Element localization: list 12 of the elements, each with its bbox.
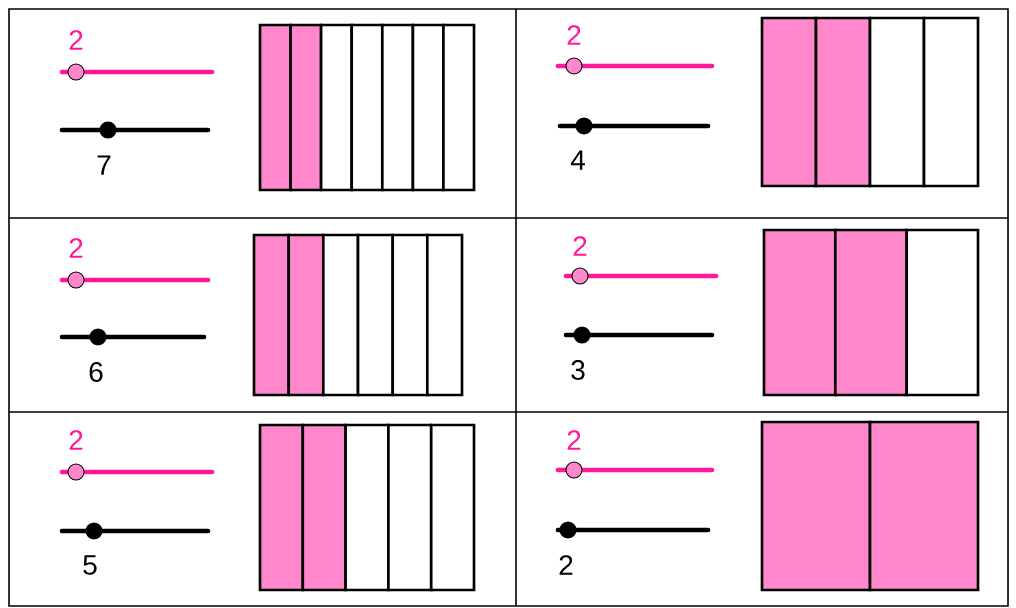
slider-value: 2 xyxy=(573,236,587,256)
slider-value: 6 xyxy=(89,362,103,382)
slider-value: 7 xyxy=(97,155,111,175)
slider-value: 2 xyxy=(69,238,83,258)
slider-value: 2 xyxy=(69,30,83,50)
slider-value: 3 xyxy=(571,360,585,380)
slider-value: 2 xyxy=(567,25,581,45)
slider-value: 5 xyxy=(83,555,97,575)
slider-value: 2 xyxy=(69,430,83,450)
slider-value: 4 xyxy=(570,150,585,170)
slider-value: 2 xyxy=(559,555,573,575)
slider-value: 2 xyxy=(567,430,581,450)
